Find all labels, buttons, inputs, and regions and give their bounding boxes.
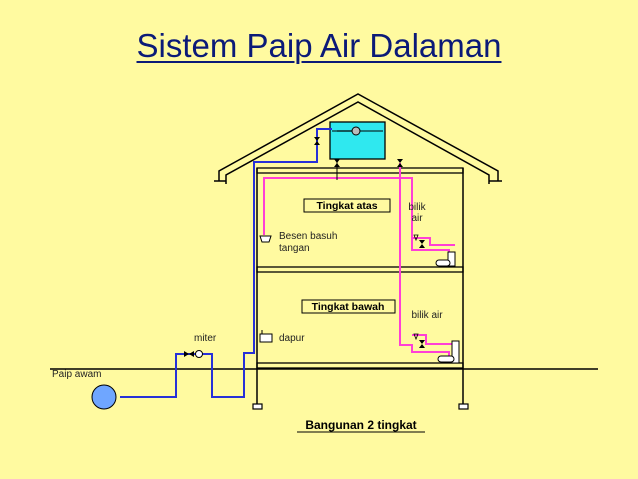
roof-inner — [225, 101, 490, 184]
lower-floor-box — [301, 299, 396, 314]
page-title: Sistem Paip Air Dalaman — [136, 27, 502, 64]
ground-slab — [256, 362, 464, 369]
public-main-icon — [91, 384, 117, 410]
roof-outer — [218, 93, 499, 181]
bathroom-lower-fixtures — [413, 333, 460, 364]
diagram-caption: Bangunan 2 tingkat — [305, 418, 416, 432]
lower-floor-label: Tingkat bawah — [312, 301, 385, 313]
upper-floor-label: Tingkat atas — [316, 200, 377, 212]
floor-slab — [256, 266, 464, 273]
public-pipe-label: Paip awam — [52, 369, 101, 380]
supply-pipe — [120, 128, 332, 398]
float-valve-icon — [351, 126, 361, 136]
bathroom-upper-fixtures — [413, 234, 456, 267]
valve-icon — [314, 137, 320, 145]
upper-floor-box — [303, 198, 391, 213]
basin-tap-icon — [259, 235, 272, 243]
valve-icon-tank-outlet — [334, 159, 403, 167]
meter-icon — [184, 350, 203, 358]
ceiling-slab — [256, 167, 464, 174]
distribution-pipe-lower — [399, 178, 450, 360]
basin-label-1: Besen basuh — [279, 231, 337, 242]
bathroom-upper-label-2: air — [411, 213, 423, 224]
footing-left — [252, 403, 263, 410]
basin-label-2: tangan — [279, 243, 310, 254]
footing-right — [458, 403, 469, 410]
bathroom-upper-label-1: bilik — [408, 202, 426, 213]
meter-label: miter — [194, 333, 217, 344]
kitchen-tap-icon — [259, 330, 273, 343]
bathroom-lower-label: bilik air — [411, 310, 443, 321]
kitchen-label: dapur — [279, 333, 305, 344]
